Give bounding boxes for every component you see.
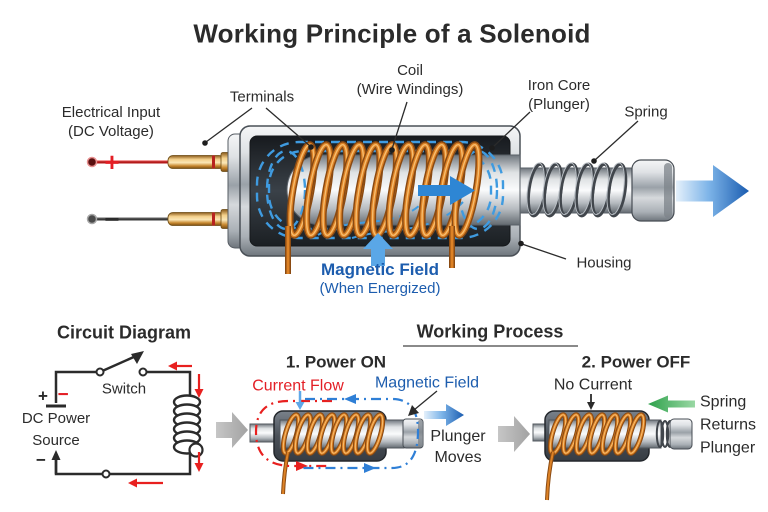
no-current-arrow-icon <box>587 394 595 410</box>
circuit-node <box>101 469 111 479</box>
field-direction-arrow-icon <box>418 176 475 205</box>
label-dc-power-source: DC Power Source <box>21 410 91 449</box>
circuit-minus-sign-red: − <box>57 384 69 406</box>
label-terminals: Terminals <box>229 88 295 106</box>
terminal-pin-positive <box>167 152 236 172</box>
label-electrical-input: Electrical Input (DC Voltage) <box>61 104 161 140</box>
field-loop <box>302 394 420 473</box>
label-spring-returns-plunger: Spring Returns Plunger <box>700 393 757 457</box>
label-coil: Coil (Wire Windings) <box>356 62 464 98</box>
inductor-icon <box>172 394 204 458</box>
field-up-arrow-icon <box>363 233 393 266</box>
spring-return-arrow-icon <box>648 395 695 413</box>
power-off-solenoid-art <box>532 394 695 501</box>
working-process-underline <box>403 345 578 347</box>
label-plunger-moves: Plunger Moves <box>430 428 486 466</box>
switch-icon <box>95 351 148 377</box>
coil-lead-wires <box>285 226 455 274</box>
label-switch: Switch <box>101 380 147 398</box>
label-spring: Spring <box>624 103 668 121</box>
wire-positive <box>86 156 170 168</box>
label-magnetic-field: Magnetic Field (When Energized) <box>319 260 441 297</box>
label-housing: Housing <box>576 254 632 272</box>
label-no-current: No Current <box>553 376 633 394</box>
label-iron-core: Iron Core (Plunger) <box>527 77 591 113</box>
circuit-minus-sign-bottom: − <box>36 450 46 470</box>
working-process-title: Working Process <box>416 321 564 342</box>
minus-sign: − <box>104 204 120 234</box>
battery-icon <box>51 450 61 474</box>
circuit-art <box>46 351 204 488</box>
flow-arrow-icon <box>498 416 530 452</box>
power-on-solenoid-art <box>249 390 464 495</box>
magnetic-field-leader <box>408 390 438 416</box>
step-on-heading: 1. Power ON <box>285 352 387 372</box>
current-loop <box>254 399 332 471</box>
current-arrow-icons <box>128 361 204 488</box>
circuit-title: Circuit Diagram <box>56 322 192 343</box>
page-title: Working Principle of a Solenoid <box>193 18 591 49</box>
step-off-heading: 2. Power OFF <box>581 352 691 372</box>
label-magnetic-field-small: Magnetic Field <box>374 374 480 392</box>
terminal-pin-negative <box>167 209 236 229</box>
wire-negative <box>86 213 170 225</box>
circuit-plus-sign: + <box>38 386 48 406</box>
leader-lines <box>202 101 639 260</box>
field-tick-arrow-icon <box>295 391 305 410</box>
label-current-flow: Current Flow <box>252 377 344 395</box>
plus-sign: + <box>104 147 120 177</box>
force-arrow-icon <box>676 165 749 217</box>
main-solenoid-art <box>86 101 749 274</box>
flow-arrow-icon <box>216 412 248 448</box>
plunger-arrow-icon <box>424 404 464 426</box>
